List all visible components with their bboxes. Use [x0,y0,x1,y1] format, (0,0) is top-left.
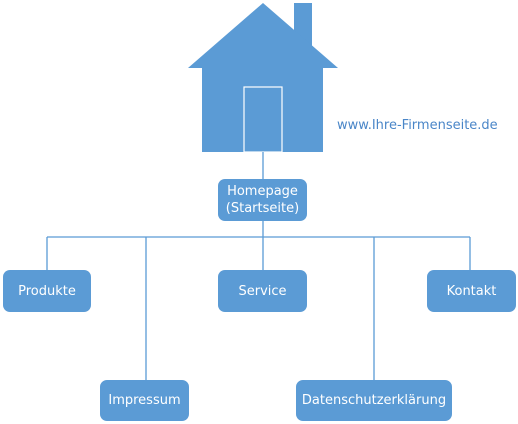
service-label: Service [238,283,287,299]
service-node[interactable]: Service [218,270,307,312]
website-url: www.Ihre-Firmenseite.de [337,118,498,133]
connector-lines [46,152,471,380]
datenschutz-node[interactable]: Datenschutzerklärung [296,380,452,421]
homepage-label: Homepage [227,184,298,199]
produkte-node[interactable]: Produkte [3,270,91,312]
house-icon [188,3,338,153]
produkte-label: Produkte [18,283,76,299]
kontakt-node[interactable]: Kontakt [427,270,516,312]
impressum-label: Impressum [108,393,181,408]
datenschutz-label: Datenschutzerklärung [301,393,447,408]
homepage-node[interactable]: Homepage (Startseite) [218,179,307,221]
impressum-node[interactable]: Impressum [100,380,189,421]
homepage-sublabel: (Startseite) [225,201,300,216]
kontakt-label: Kontakt [446,283,497,299]
